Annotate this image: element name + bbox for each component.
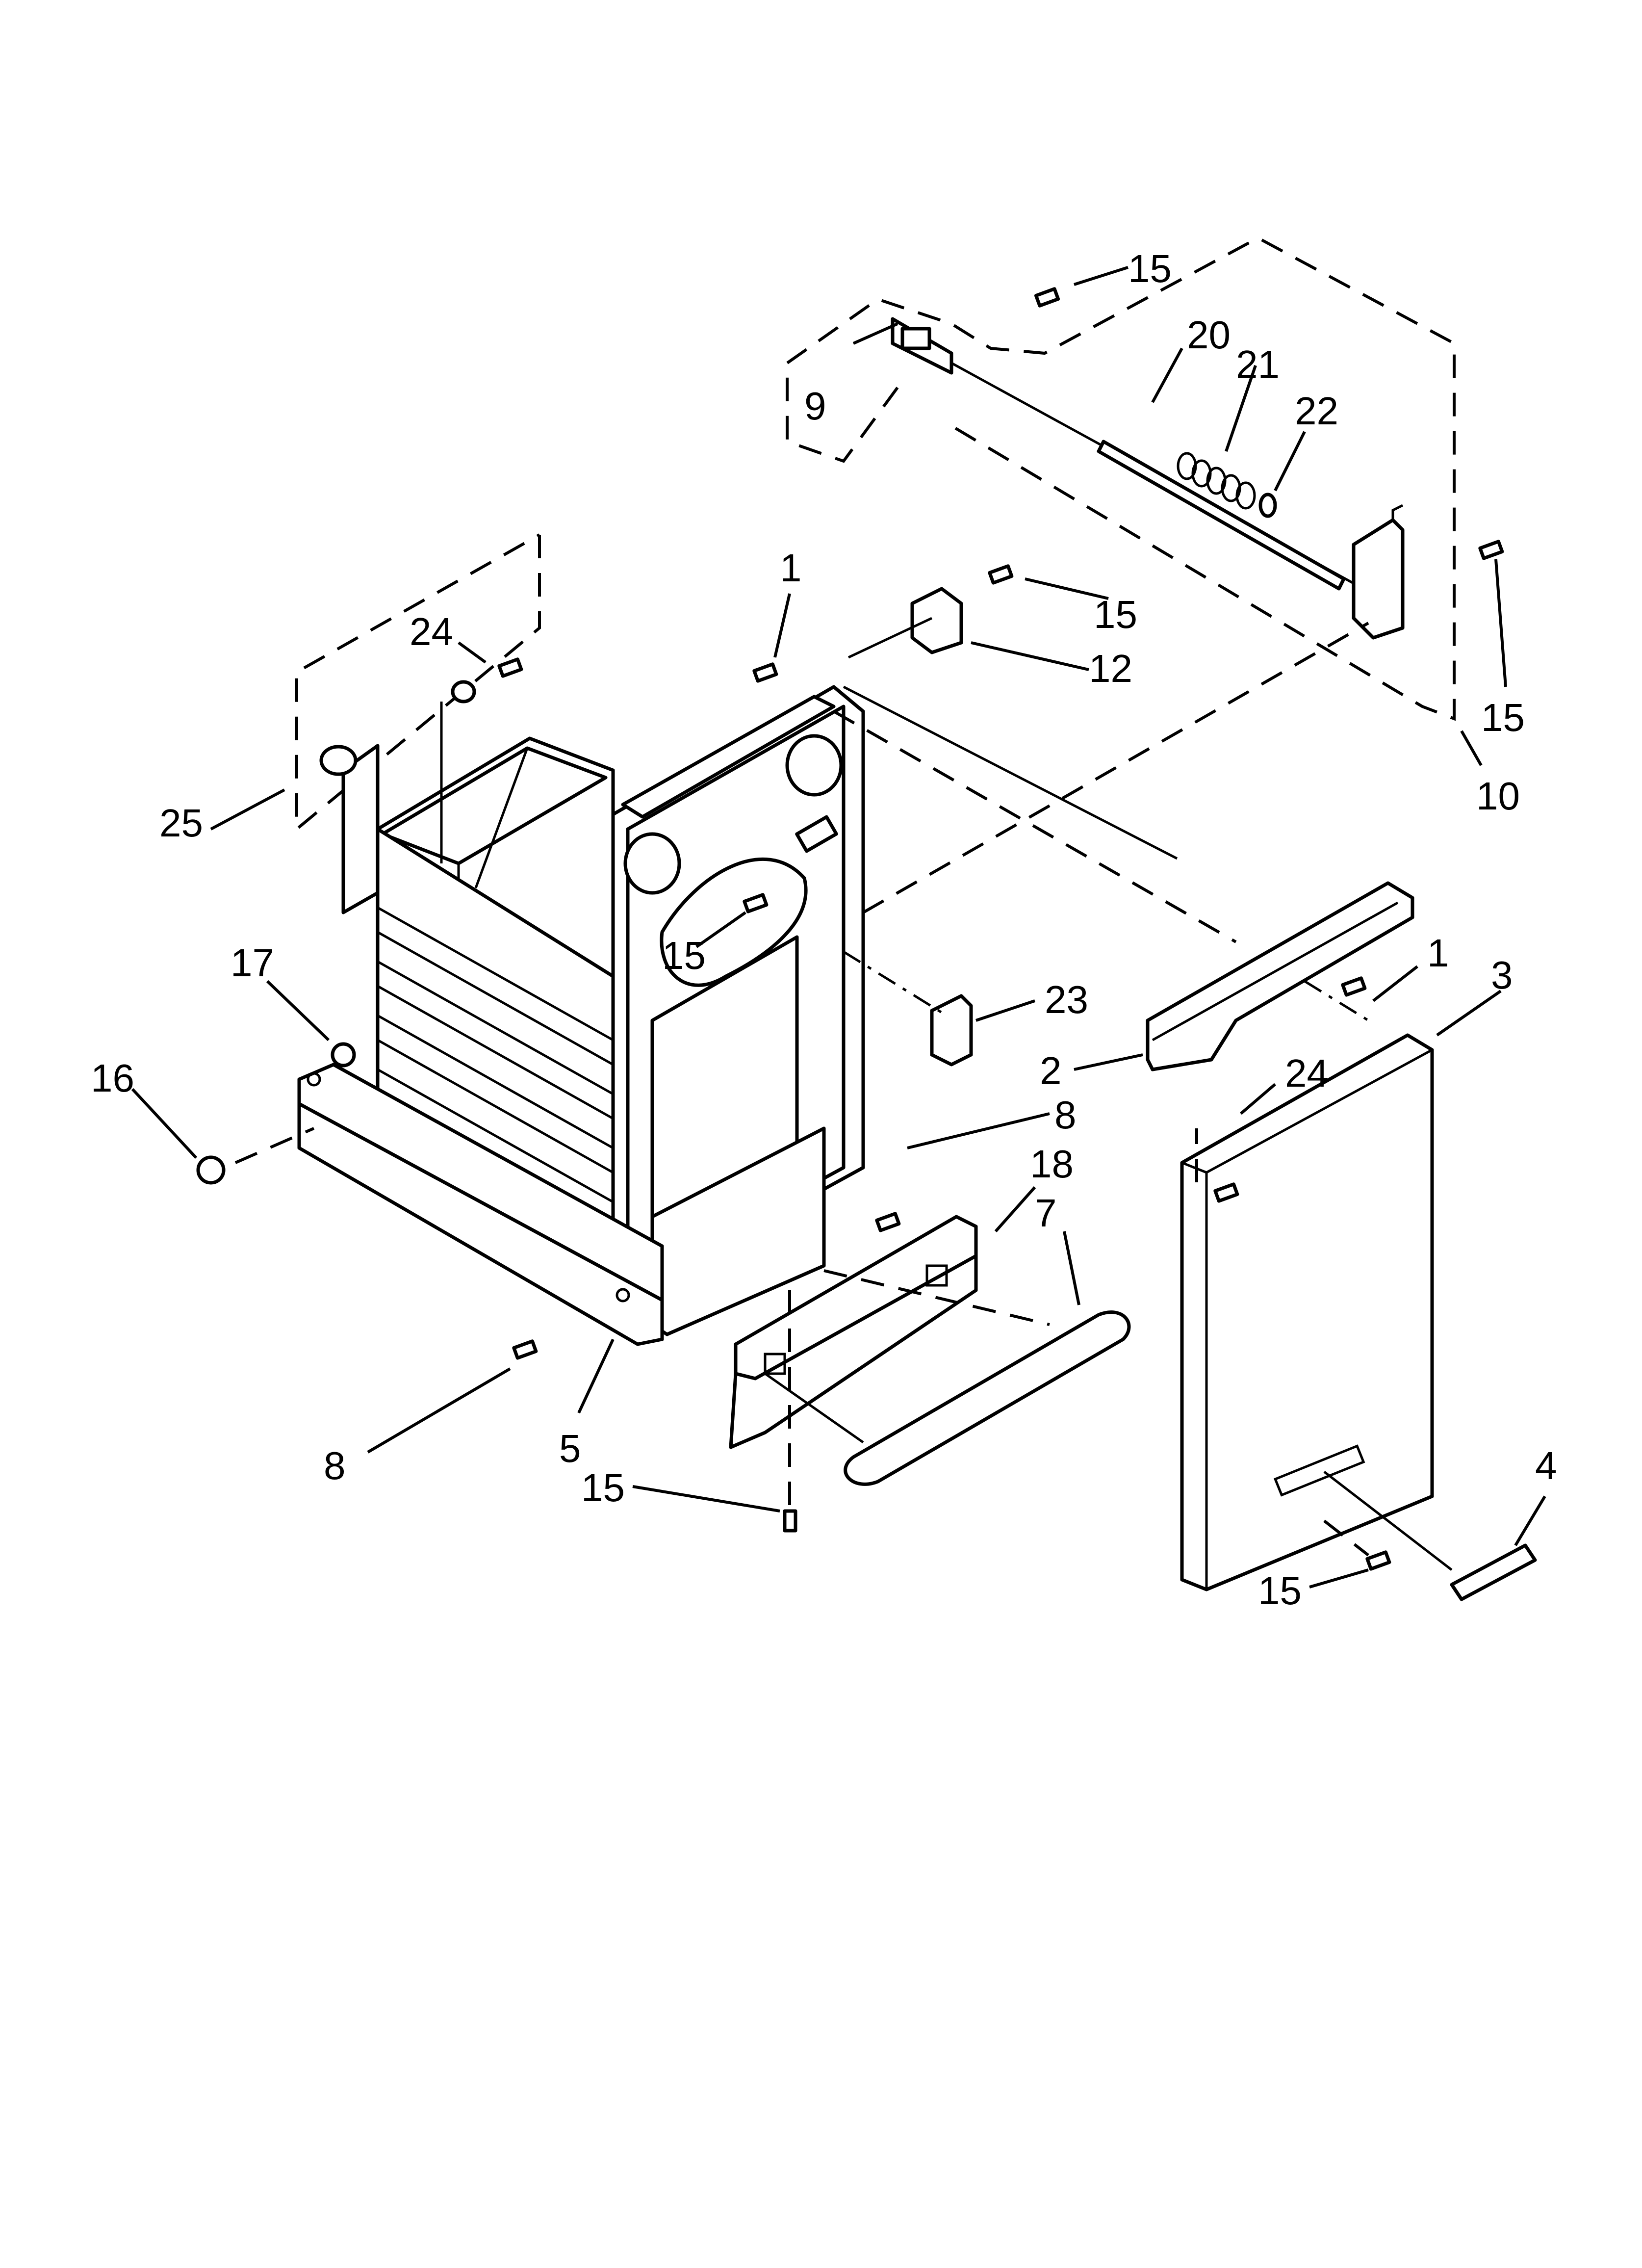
- screw: [1034, 287, 1060, 308]
- callout-label: 15: [1094, 593, 1137, 636]
- callout-label: 3: [1491, 953, 1513, 997]
- toe-kick-rail: [297, 1063, 664, 1346]
- screw: [1213, 1182, 1239, 1203]
- handle: [844, 1310, 1131, 1486]
- callout-label: 23: [1045, 978, 1088, 1021]
- callout-label: 17: [231, 941, 274, 985]
- callout-label: 15: [1258, 1569, 1302, 1613]
- screw: [743, 893, 769, 913]
- callout-label: 8: [1054, 1093, 1077, 1137]
- screw: [875, 1212, 901, 1232]
- callout-label: 9: [804, 384, 826, 428]
- callout-label: 20: [1187, 313, 1231, 357]
- screw: [512, 1339, 538, 1360]
- callout-label: 10: [1476, 774, 1520, 818]
- screw: [1478, 540, 1504, 560]
- screw: [988, 564, 1014, 585]
- callout-label: 15: [1481, 696, 1525, 739]
- bracket: [910, 587, 963, 654]
- knob-left: [623, 832, 681, 895]
- callout-label: 18: [1030, 1142, 1074, 1186]
- callout-label: 1: [780, 546, 802, 590]
- cabinet-frame: [376, 685, 865, 1336]
- callout-label: 25: [159, 801, 203, 845]
- callout-label: 4: [1535, 1444, 1557, 1487]
- callout-label: 24: [410, 610, 453, 653]
- alignment-lines: [234, 617, 1453, 1571]
- screw: [497, 657, 523, 678]
- callout-label: 8: [324, 1444, 346, 1487]
- leader-lines: [131, 266, 1546, 1589]
- callout-label: 2: [1040, 1049, 1062, 1093]
- spring-coils: [1177, 452, 1256, 510]
- lower-hinge-bracket: [930, 994, 973, 1067]
- knob-right: [785, 734, 843, 797]
- door-panel: [1180, 1033, 1434, 1591]
- screw: [1341, 976, 1367, 997]
- screws: [196, 287, 1504, 1571]
- callout-label: 5: [559, 1427, 581, 1470]
- nut: [331, 1042, 356, 1068]
- badge: [1450, 1543, 1537, 1601]
- screw: [752, 662, 778, 683]
- callout-label: 1: [1427, 931, 1449, 975]
- leveling-leg: [196, 1155, 226, 1185]
- hinge-assembly-group-outline: [786, 236, 1456, 721]
- top-trim: [1146, 881, 1414, 1071]
- callout-labels: 15 20 21 22 9 1 15 12 15 10 24 25 15 17 …: [91, 247, 1557, 1613]
- callout-label: 22: [1295, 389, 1338, 433]
- callout-label: 24: [1285, 1051, 1329, 1095]
- callout-label: 12: [1089, 647, 1132, 690]
- callout-label: 16: [91, 1056, 134, 1100]
- kick-plate: [729, 1215, 978, 1449]
- hinge-assembly: [891, 317, 1405, 640]
- screw: [1365, 1550, 1391, 1571]
- button-assembly: [319, 680, 476, 914]
- callout-label: 15: [581, 1466, 625, 1510]
- callout-label: 15: [1128, 247, 1172, 290]
- button-assembly-group-outline: [295, 533, 541, 833]
- callout-label: 21: [1236, 342, 1280, 386]
- callout-label: 15: [662, 934, 706, 977]
- screw: [783, 1509, 797, 1533]
- callout-label: 7: [1035, 1191, 1057, 1235]
